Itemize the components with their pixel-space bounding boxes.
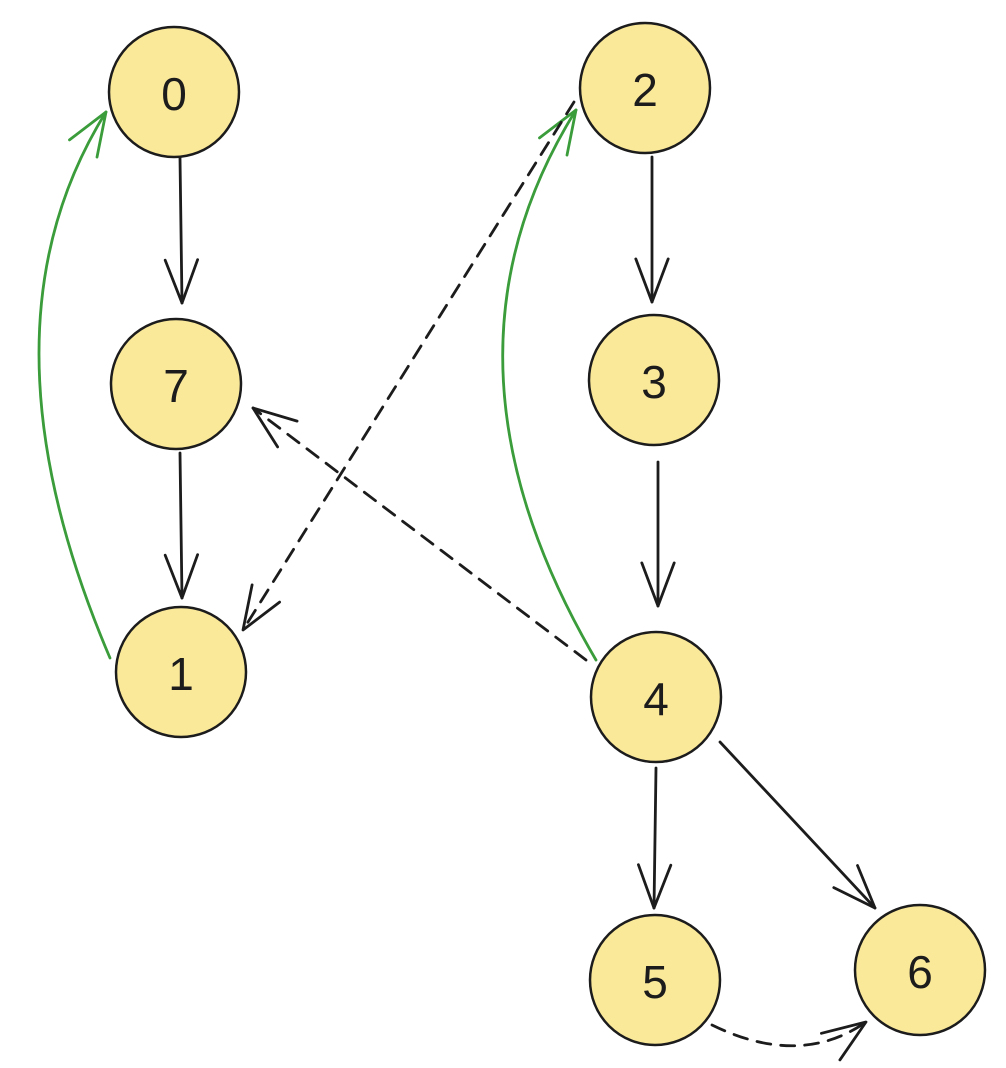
arrowhead-4-to-7	[251, 406, 299, 449]
node-circle-0	[107, 25, 241, 159]
edge-4-to-5	[652, 766, 658, 910]
arrowhead-4-to-5	[637, 863, 673, 910]
arrowhead-7-to-1	[163, 553, 199, 600]
node-label-0: 0	[161, 68, 187, 120]
node-circle-1	[114, 605, 248, 739]
node-circle-6	[853, 903, 987, 1037]
node-circle-3	[587, 313, 721, 447]
edge-4-to-2	[501, 108, 598, 662]
node-circle-7	[109, 317, 243, 451]
node-label-1: 1	[168, 648, 194, 700]
node-6: 6	[853, 903, 987, 1037]
arrowhead-4-to-6	[832, 864, 877, 910]
edge-5-to-6	[710, 1020, 868, 1048]
arrowhead-2-to-1	[241, 583, 281, 632]
arrowhead-0-to-7	[163, 258, 199, 305]
arrowhead-5-to-6	[820, 1020, 868, 1062]
node-label-2: 2	[632, 64, 658, 116]
edge-4-to-6	[718, 740, 877, 910]
edge-7-to-1	[178, 451, 184, 600]
node-1: 1	[114, 605, 248, 739]
edge-1-to-0	[37, 110, 112, 660]
node-7: 7	[109, 317, 243, 451]
edge-0-to-7	[178, 156, 184, 305]
edge-4-to-7	[251, 406, 588, 662]
node-3: 3	[587, 313, 721, 447]
node-label-6: 6	[907, 946, 933, 998]
node-label-3: 3	[641, 356, 667, 408]
arrowhead-4-to-2	[538, 108, 578, 157]
arrowhead-2-to-3	[634, 257, 670, 304]
nodes-layer: 0 7 1 2 3 4 5 6	[107, 21, 987, 1047]
node-circle-4	[589, 630, 723, 764]
node-label-4: 4	[643, 673, 669, 725]
arrowhead-1-to-0	[68, 110, 108, 159]
node-4: 4	[589, 630, 723, 764]
edges-layer	[37, 100, 877, 1062]
node-2: 2	[578, 21, 712, 155]
arrowhead-3-to-4	[640, 561, 676, 608]
node-circle-5	[588, 913, 722, 1047]
node-5: 5	[588, 913, 722, 1047]
node-label-7: 7	[163, 360, 189, 412]
node-label-5: 5	[642, 956, 668, 1008]
node-0: 0	[107, 25, 241, 159]
edge-2-to-1	[241, 100, 576, 632]
node-circle-2	[578, 21, 712, 155]
